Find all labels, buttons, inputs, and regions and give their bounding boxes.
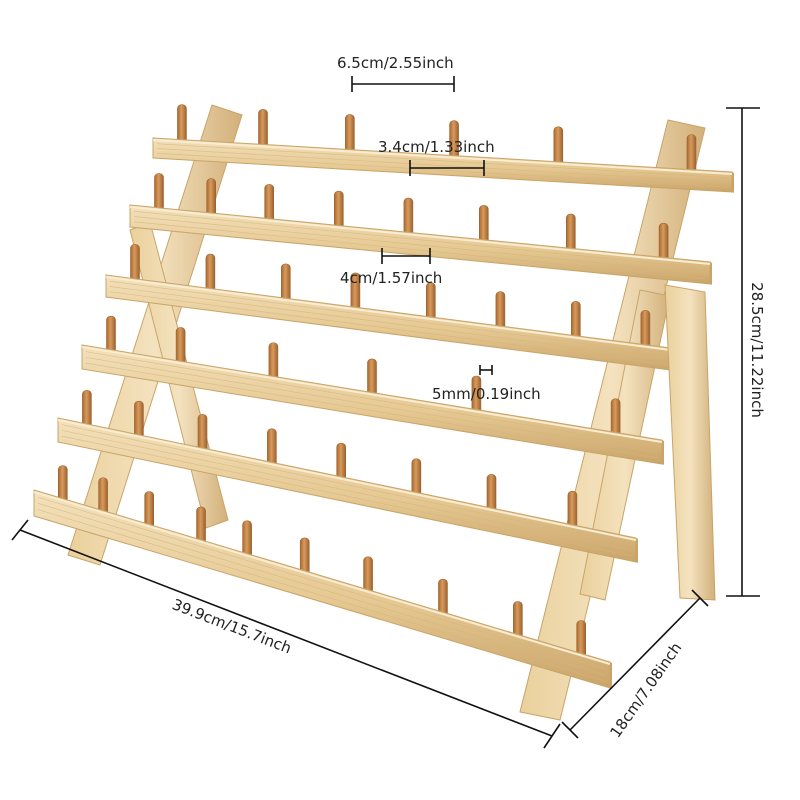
wood-grain (85, 357, 659, 453)
shelf-boards (33, 137, 734, 689)
board-top-edge (57, 419, 637, 541)
board-end (732, 172, 734, 193)
board-end (662, 440, 664, 465)
wood-grain (133, 216, 707, 274)
wood-grain (156, 148, 729, 183)
wood-grain (133, 221, 707, 280)
wood-grain (37, 503, 607, 676)
depth-tick-top (691, 589, 709, 607)
wood-grain (109, 286, 683, 362)
depth-line (569, 597, 701, 731)
row-gap-label: 4cm/1.57inch (340, 269, 442, 287)
board-end (636, 538, 638, 563)
board-top-edge (152, 139, 733, 175)
wood-grain (156, 152, 729, 188)
wood-grain (109, 291, 683, 368)
width-line (19, 529, 553, 737)
board-top-edge (81, 346, 663, 443)
wood-grain (37, 509, 607, 682)
peg-rows (57, 104, 697, 663)
wood-grain (109, 280, 683, 357)
front-legs (664, 284, 716, 601)
wood-grain (133, 210, 707, 269)
depth-label: 18cm/7.08inch (606, 639, 685, 741)
peg-spacing-label: 6.5cm/2.55inch (337, 54, 454, 72)
peg-offset-label: 3.4cm/1.33inch (378, 138, 495, 156)
wood-grain (61, 424, 633, 546)
depth-tick-bottom (561, 721, 579, 739)
peg-diameter-label: 5mm/0.19inch (432, 385, 541, 403)
wood-grain (37, 496, 607, 670)
dimension-lines (11, 76, 760, 749)
width-tick-right (543, 723, 561, 749)
width-label: 39.9cm/15.7inch (170, 595, 294, 657)
wood-grain (85, 351, 659, 448)
shelf-board (105, 274, 687, 373)
wood-grain (61, 435, 633, 557)
board-top-edge (105, 276, 687, 353)
wood-grain (156, 143, 729, 179)
wood-grain (85, 362, 659, 459)
height-label: 28.5cm/11.22inch (748, 282, 766, 418)
board-top-edge (33, 491, 611, 665)
board-end (710, 262, 712, 285)
wood-grain (61, 430, 633, 551)
board-top-edge (129, 206, 711, 265)
board-end (610, 662, 612, 689)
width-tick-left (11, 519, 29, 541)
front-support-right (664, 284, 716, 601)
